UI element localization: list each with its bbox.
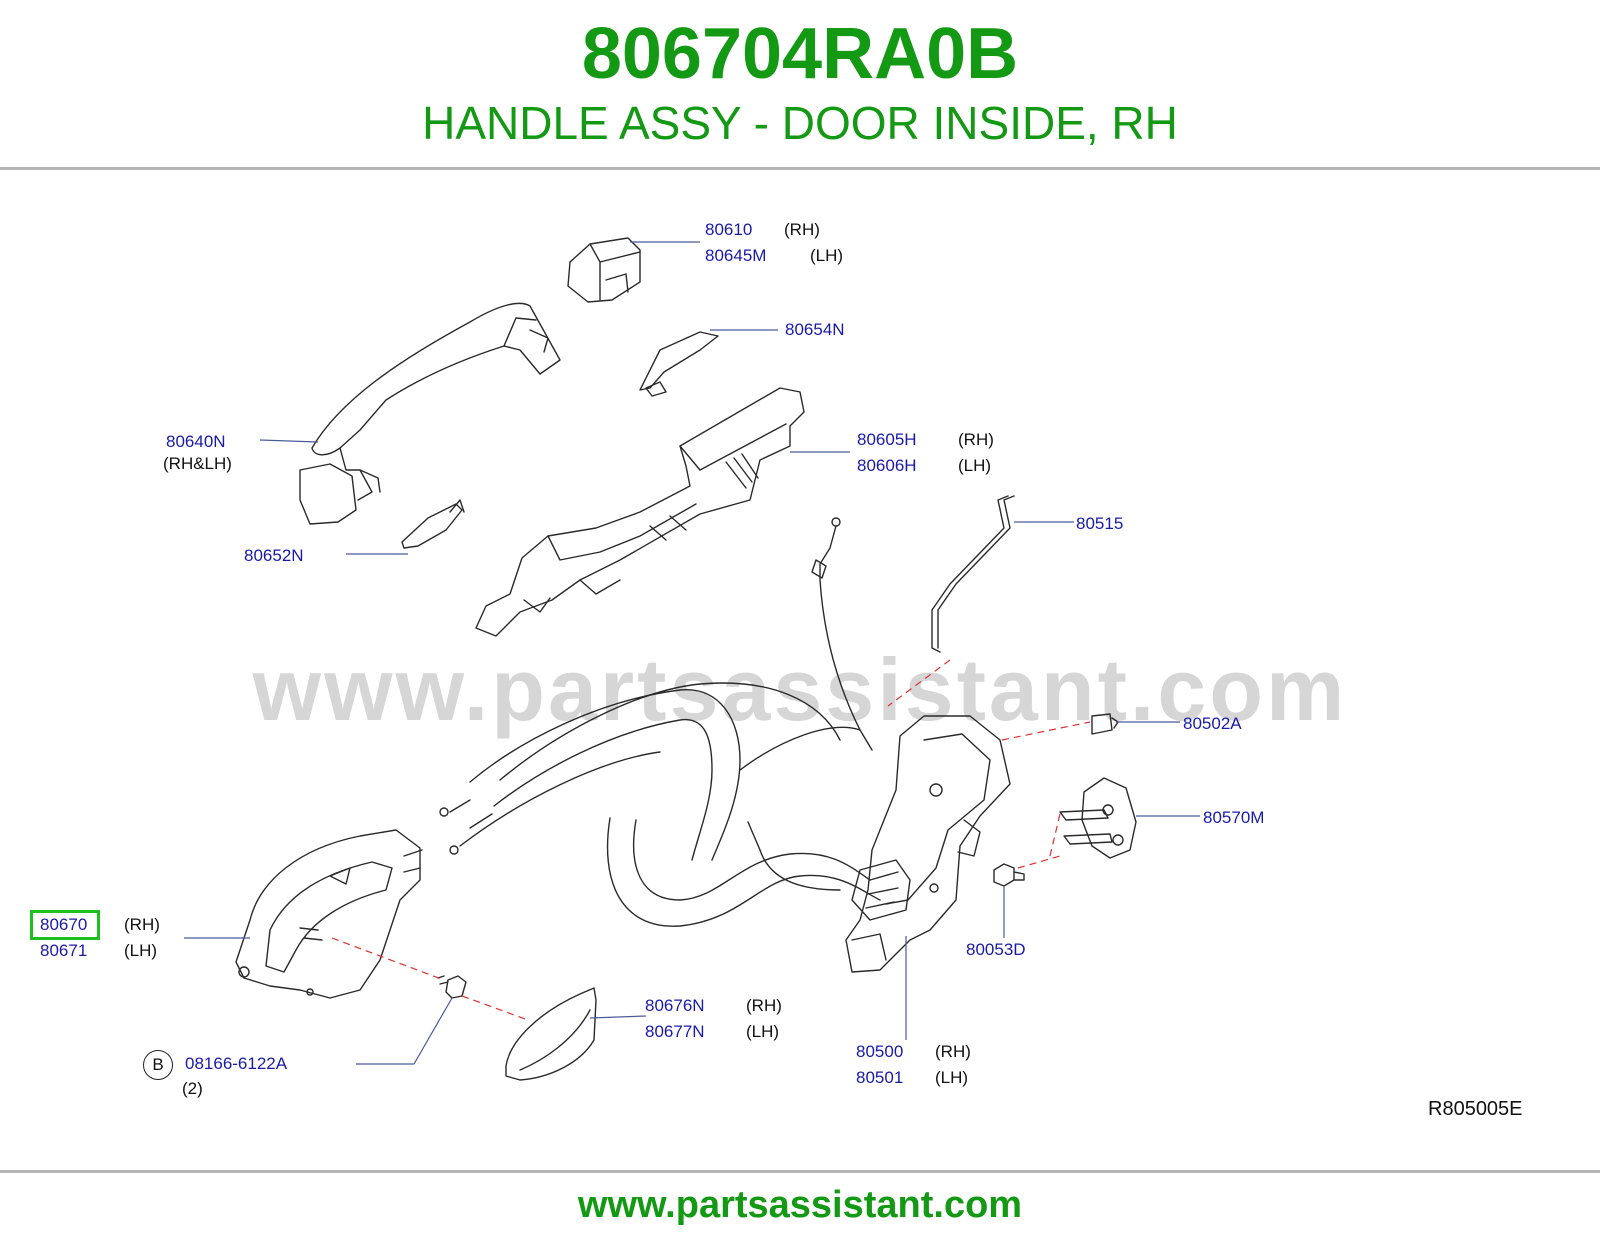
callout-80606h-side: (LH): [958, 456, 992, 475]
callout-80610[interactable]: 80610: [705, 220, 753, 239]
selected-part-highlight: [30, 910, 100, 940]
callout-80606h[interactable]: 80606H: [857, 456, 917, 475]
inside-handle-part: [235, 829, 423, 999]
callout-80500-side: (RH): [935, 1042, 971, 1061]
part-description: HANDLE ASSY - DOOR INSIDE, RH: [422, 97, 1178, 149]
callout-80501[interactable]: 80501: [856, 1068, 904, 1087]
striker-screw-part: [993, 863, 1025, 887]
footer-divider: [0, 1170, 1600, 1173]
handle-escutcheon-part: [505, 987, 597, 1081]
callout-80610-side: (RH): [784, 220, 820, 239]
callout-80671[interactable]: 80671: [40, 941, 88, 960]
callout-08166-6122a-qty: (2): [182, 1079, 203, 1098]
callout-80502a[interactable]: 80502A: [1183, 714, 1242, 733]
lock-rod-part: [931, 495, 1015, 653]
door-lock-actuator-part: [845, 715, 1011, 973]
handle-frame-part: [475, 387, 805, 637]
callout-80605h-side: (RH): [958, 430, 994, 449]
callout-80677n[interactable]: 80677N: [645, 1022, 705, 1041]
callout-80654n[interactable]: 80654N: [785, 320, 845, 339]
callout-80670-side: (RH): [124, 915, 160, 934]
header-divider: [0, 167, 1600, 170]
outside-handle-part: [299, 302, 561, 525]
mounting-bolt-part: [1091, 713, 1119, 735]
callout-80677n-side: (LH): [746, 1022, 780, 1041]
callout-80640n-side: (RH&LH): [163, 454, 232, 473]
diagram-reference-code: R805005E: [1428, 1098, 1523, 1120]
callout-80640n[interactable]: 80640N: [166, 432, 226, 451]
gasket-rear-part: [401, 499, 465, 549]
header: 806704RA0B HANDLE ASSY - DOOR INSIDE, RH: [0, 0, 1600, 170]
callout-80671-side: (LH): [124, 941, 158, 960]
callout-08166-6122a[interactable]: 08166-6122A: [185, 1054, 288, 1073]
callout-80515[interactable]: 80515: [1076, 514, 1124, 533]
callout-80670[interactable]: 80670: [40, 915, 88, 934]
screw-group-badge: B: [143, 1050, 173, 1080]
part-number-title: 806704RA0B: [581, 14, 1019, 94]
footer-website-link[interactable]: www.partsassistant.com: [577, 1184, 1023, 1226]
callout-80652n[interactable]: 80652N: [244, 546, 304, 565]
callout-80645m-side: (LH): [810, 246, 844, 265]
callout-80570m[interactable]: 80570M: [1203, 808, 1265, 827]
callout-80605h[interactable]: 80605H: [857, 430, 917, 449]
handle-screw-part: [437, 975, 467, 999]
callout-80501-side: (LH): [935, 1068, 969, 1087]
lock-cable-part: [811, 517, 873, 751]
callout-80676n-side: (RH): [746, 996, 782, 1015]
handle-cap-part: [567, 237, 641, 303]
door-striker-part: [1059, 777, 1137, 859]
callout-80676n[interactable]: 80676N: [645, 996, 705, 1015]
remote-cable-part: [439, 682, 881, 927]
gasket-front-part: [639, 331, 719, 397]
callout-80053d[interactable]: 80053D: [966, 940, 1026, 959]
callout-80645m[interactable]: 80645M: [705, 246, 767, 265]
callout-80500[interactable]: 80500: [856, 1042, 904, 1061]
